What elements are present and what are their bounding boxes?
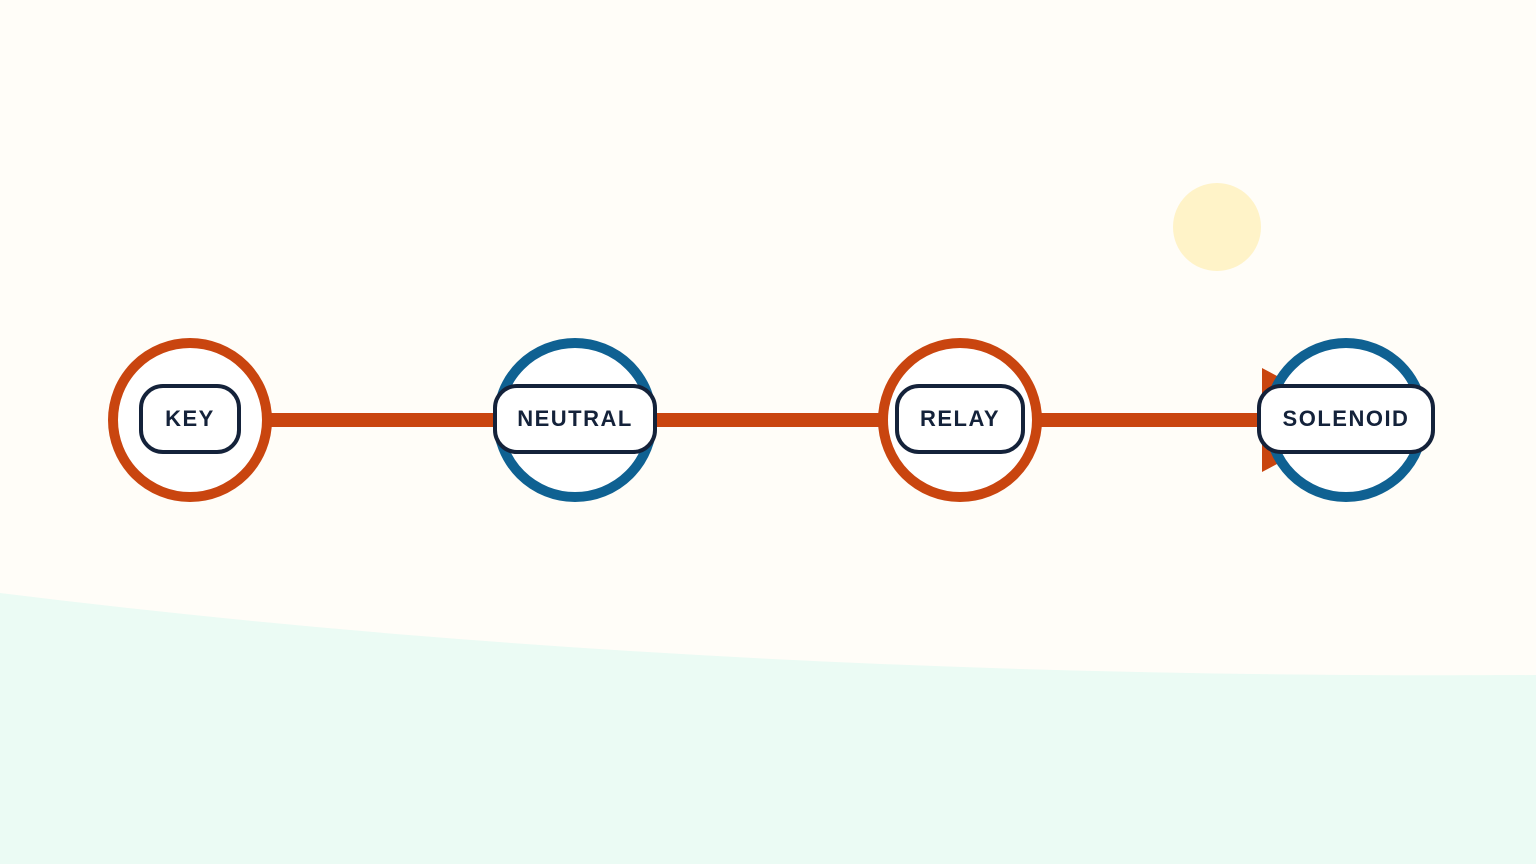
node-label-key[interactable]: KEY: [139, 384, 241, 454]
connectors: [268, 368, 1292, 472]
node-label-neutral[interactable]: NEUTRAL: [493, 384, 657, 454]
node-label-solenoid[interactable]: SOLENOID: [1257, 384, 1435, 454]
node-label-relay[interactable]: RELAY: [895, 384, 1025, 454]
sun-circle: [1173, 183, 1261, 271]
ground-shape: [0, 593, 1536, 864]
